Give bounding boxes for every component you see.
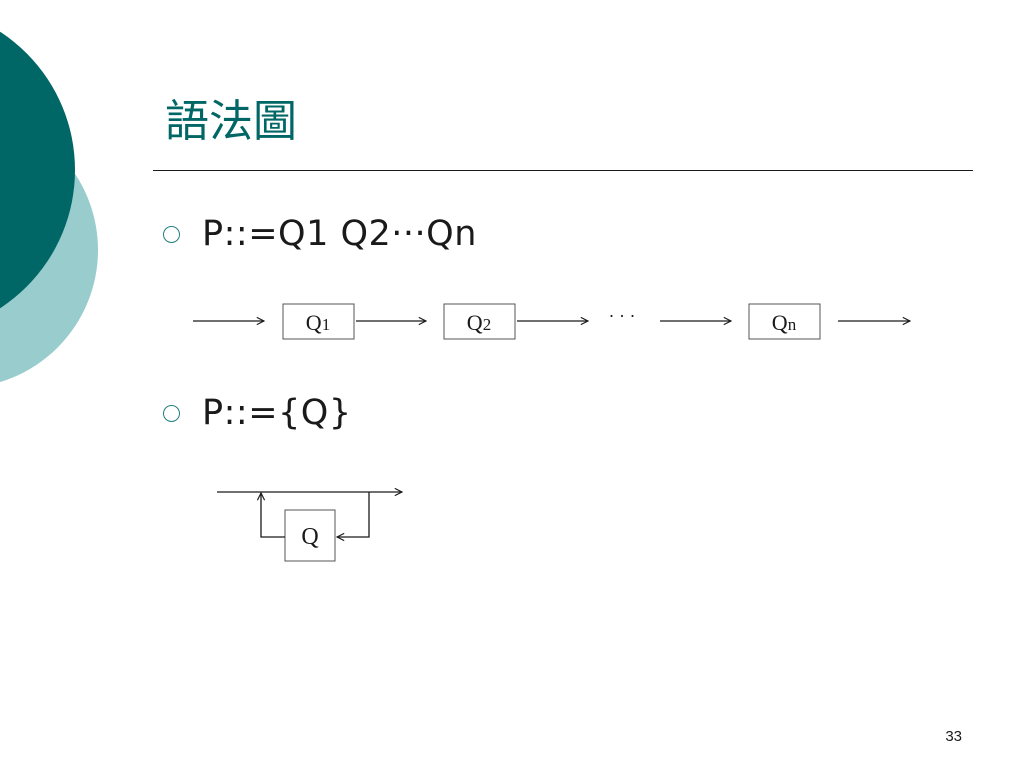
loop-in-path <box>337 492 370 537</box>
box-q2-label: Q2 <box>467 310 491 335</box>
bullet-circle-icon <box>163 225 180 243</box>
dark-circle <box>0 31 75 309</box>
sequence-diagram: Q1 Q2 · · · Qn <box>193 303 910 340</box>
slide-title: 語法圖 <box>165 96 297 147</box>
box-q1 <box>282 303 355 340</box>
decorative-circles <box>0 31 98 383</box>
repetition-diagram: Q <box>217 492 402 562</box>
title-divider <box>153 170 973 171</box>
bullet-sequence: P::=Q1 Q2···Qn <box>163 214 477 254</box>
box-qn-label: Qn <box>772 310 797 335</box>
page-number: 33 <box>945 728 962 745</box>
bullet-circle-icon <box>163 404 180 422</box>
bullet-repetition: P::={Q} <box>163 393 352 433</box>
box-q2 <box>443 303 516 340</box>
bullet-text: P::=Q1 Q2···Qn <box>202 214 477 254</box>
box-q-label: Q <box>301 524 318 550</box>
bullet-text: P::={Q} <box>202 393 352 433</box>
box-q <box>284 509 336 562</box>
box-qn <box>748 303 821 340</box>
ellipsis: · · · <box>609 306 636 326</box>
loop-back-path <box>261 493 285 538</box>
box-q1-label: Q1 <box>306 310 330 335</box>
